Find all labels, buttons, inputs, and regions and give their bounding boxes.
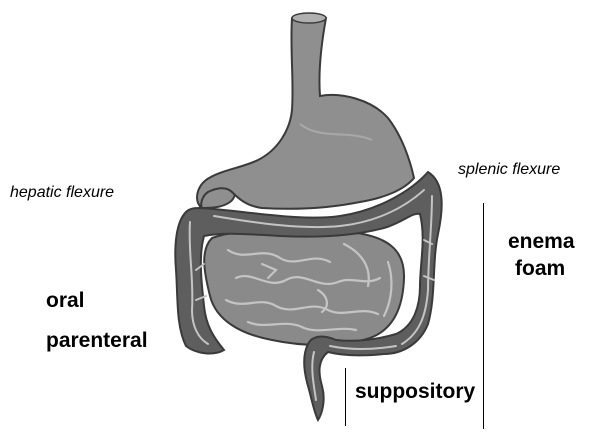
small-intestine	[204, 229, 404, 345]
suppository-label: suppository	[355, 381, 475, 402]
enema-foam-range-line	[483, 203, 484, 429]
hepatic-flexure-label: hepatic flexure	[10, 185, 114, 201]
oral-label: oral	[46, 290, 85, 311]
foam-label: foam	[515, 258, 565, 279]
suppository-range-line	[345, 368, 346, 426]
enema-label: enema	[508, 231, 575, 252]
parenteral-label: parenteral	[46, 330, 148, 351]
splenic-flexure-label: splenic flexure	[458, 162, 560, 178]
esophagus-and-stomach	[197, 13, 414, 209]
